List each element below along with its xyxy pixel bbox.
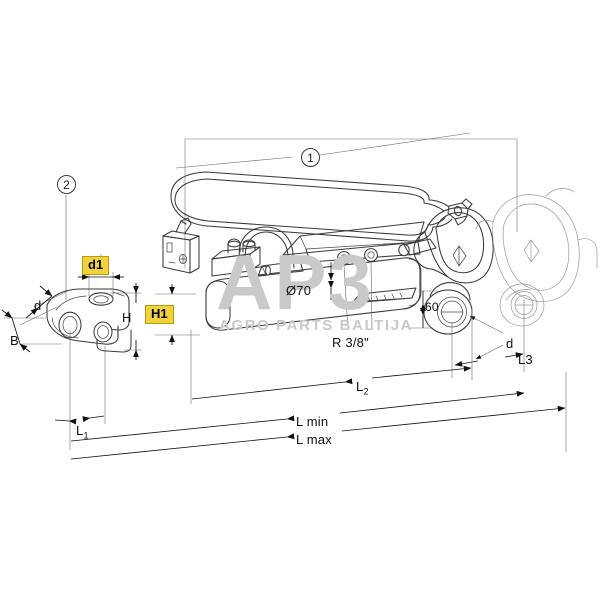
label-d-left: d	[34, 298, 42, 313]
upper-arm	[282, 221, 437, 265]
label-L1-text: L	[76, 423, 84, 438]
dim-d-left-arrows	[19, 285, 71, 326]
label-L-min: L min	[296, 414, 329, 429]
hydraulic-tube	[238, 226, 295, 269]
label-L1-subscript: 1	[83, 430, 89, 441]
label-L3: L3	[518, 352, 533, 367]
label-L-max: L max	[296, 432, 332, 447]
dim-L1	[54, 330, 106, 450]
dim-H1	[155, 284, 200, 345]
leader-item-1	[175, 132, 471, 169]
item-number-2: 2	[57, 175, 76, 194]
ghost-tractor-arm	[475, 188, 598, 327]
dim-B-arrows	[1, 309, 62, 353]
clevis-yoke	[46, 288, 132, 353]
highlight-H1: H1	[145, 305, 174, 325]
dim-d-right-arrows	[469, 315, 504, 360]
lock-lever-bracket	[162, 217, 200, 274]
valve-block	[211, 238, 271, 278]
cylinder-body	[205, 257, 422, 331]
hydraulic-hose	[170, 171, 453, 242]
label-L1: L1	[76, 424, 89, 441]
item-number-1: 1	[301, 148, 320, 167]
label-L2-text: L	[356, 379, 364, 394]
hose-end-fitting	[447, 198, 473, 226]
dim-Lmax	[70, 372, 567, 460]
dim-thread-leaders	[343, 261, 373, 331]
label-B: B	[10, 333, 19, 348]
dim-60	[410, 290, 438, 329]
label-H: H	[122, 310, 132, 325]
hitch-casting	[413, 207, 494, 335]
label-L2: L2	[356, 380, 369, 397]
dim-L3	[451, 300, 525, 378]
label-thread-R38: R 3/8"	[332, 335, 369, 350]
label-60: 60	[425, 300, 439, 314]
dim-L2	[190, 309, 473, 404]
label-diameter-70: Ø70	[286, 283, 312, 298]
frame-lines	[184, 138, 518, 268]
dim-Lmin	[70, 390, 525, 442]
label-d-right: d	[506, 336, 514, 351]
highlight-d1: d1	[82, 256, 110, 276]
dim-H	[110, 283, 142, 360]
label-L2-subscript: 2	[363, 386, 369, 397]
